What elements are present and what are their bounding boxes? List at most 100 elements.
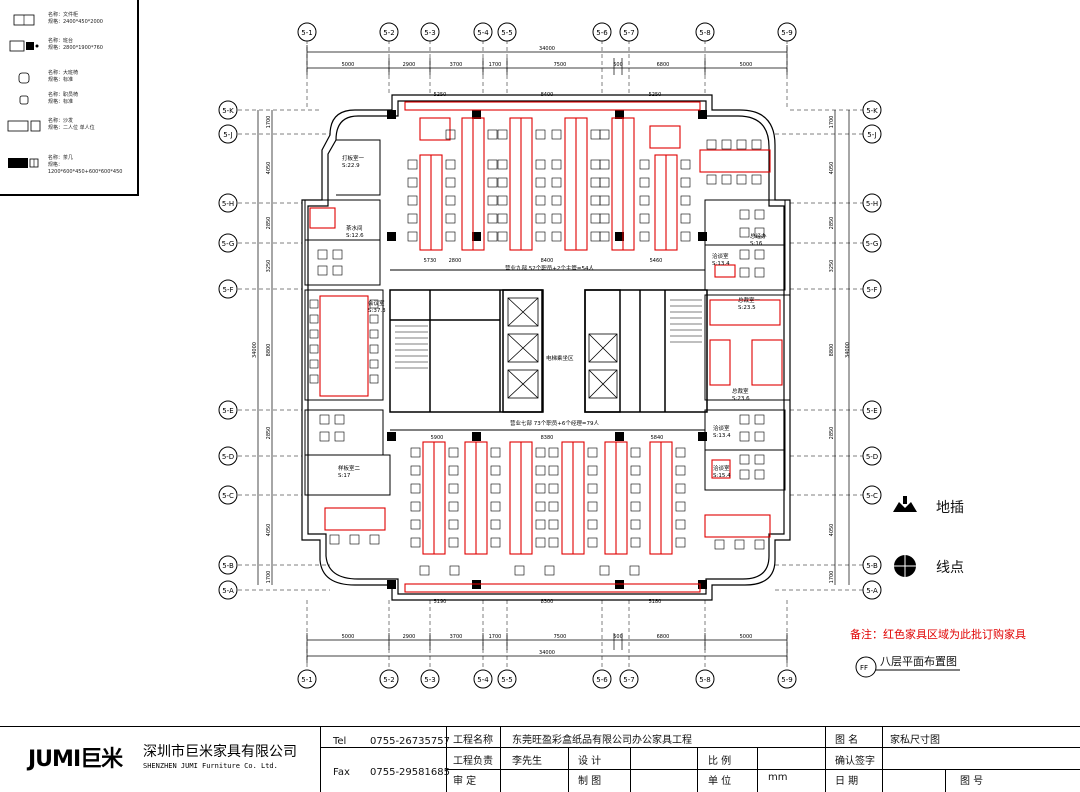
axis-bottom-label: 5-9 <box>781 676 792 684</box>
dim-bottom: 500 <box>613 634 623 640</box>
date-label: 日 期 <box>835 776 859 787</box>
dim-bottom-sub: 8300 <box>541 599 554 605</box>
dim-left: 2850 <box>266 427 272 440</box>
axis-top-label: 5-8 <box>699 29 710 37</box>
project-name-value: 东莞旺盈彩盒纸品有限公司办公家具工程 <box>512 735 692 746</box>
company-name-cn: 深圳市巨米家具有限公司 <box>143 744 297 760</box>
dim-top-row: 8400 <box>541 92 554 98</box>
fax-label: Fax <box>333 767 350 778</box>
dim-left: 4050 <box>266 524 272 537</box>
chairs-top <box>407 129 691 242</box>
project-name-label: 工程名称 <box>453 735 493 746</box>
legend-name: 名称：茶几 <box>47 155 73 161</box>
dim-right: 1700 <box>829 116 835 129</box>
tel-value: 0755-26735757 <box>370 736 450 747</box>
dim-top-sub: 5460 <box>650 258 663 264</box>
axis-top-label: 5-7 <box>623 29 634 37</box>
dim-bottom-row: 5900 <box>431 435 444 441</box>
fax-value: 0755-29581685 <box>370 767 450 778</box>
dim-top-sub: 5730 <box>424 258 437 264</box>
dim-top-sub: 2800 <box>449 258 462 264</box>
dimension-lines <box>257 45 850 663</box>
room-label: 营业七部 73个职员+6个经理=79人 <box>510 419 599 427</box>
design-label: 设 计 <box>578 756 602 767</box>
wire-point-icon <box>892 553 918 579</box>
unit-value: mm <box>768 772 788 783</box>
grid-bubbles-top <box>297 22 797 42</box>
axis-right-label: 5-A <box>866 587 878 595</box>
red-furniture-rooms <box>309 149 783 479</box>
project-lead-label: 工程负责 <box>453 756 493 767</box>
dim-total-bottom: 34000 <box>539 650 555 656</box>
grid-bubbles-left <box>218 100 238 600</box>
dim-left: 1700 <box>266 116 272 129</box>
axis-top-label: 5-1 <box>301 29 312 37</box>
dim-right: 8800 <box>829 344 835 357</box>
axis-left-label: 5-E <box>222 407 233 415</box>
axis-bottom-label: 5-3 <box>424 676 435 684</box>
floor-socket-label: 地插 <box>936 500 964 516</box>
drawing-name-label: 图 名 <box>835 735 859 746</box>
axis-left-label: 5-H <box>222 200 234 208</box>
legend-spec: 规格：1200*600*450+600*600*450 <box>47 162 123 175</box>
axis-top-label: 5-6 <box>596 29 608 37</box>
stair-lines <box>395 299 702 369</box>
note-text: 备注：红色家具区域为此批订购家具 <box>850 628 1026 641</box>
dim-left: 2850 <box>266 217 272 230</box>
furniture-legend: 名称：文件柜规格：2400*450*2000 名称：班台规格：2800*1900… <box>0 0 139 196</box>
dim-top-row: 5250 <box>649 92 662 98</box>
dim-top-sub: 8400 <box>541 258 554 264</box>
dim-right: 2850 <box>829 217 835 230</box>
axis-bottom-label: 5-8 <box>699 676 710 684</box>
staff-chair-icon <box>6 92 42 108</box>
legend-row: 名称：班台规格：2800*1900*760 <box>6 38 103 54</box>
dim-left: 4050 <box>266 162 272 175</box>
dim-bottom-sub: 5190 <box>434 599 447 605</box>
legend-row: 名称：大班椅规格：标准 <box>6 70 78 86</box>
sofa-icon <box>6 118 42 134</box>
axis-left-label: 5-G <box>222 240 235 248</box>
title-marker-icon <box>855 656 960 678</box>
title-marker-text: FF <box>860 664 868 672</box>
chairs-bottom <box>329 447 765 576</box>
dim-bottom-sub: 5180 <box>649 599 662 605</box>
title-block <box>0 726 1080 792</box>
dim-left-total: 34000 <box>252 342 258 358</box>
dim-right: 4050 <box>829 524 835 537</box>
dim-bottom: 2900 <box>403 634 416 640</box>
file-cabinet-icon <box>6 12 42 28</box>
axis-right-label: 5-H <box>866 200 878 208</box>
axis-bottom-label: 5-6 <box>596 676 608 684</box>
dim-total-top: 34000 <box>539 46 555 52</box>
executive-chair-icon <box>6 70 42 86</box>
dim-left: 8800 <box>266 344 272 357</box>
columns <box>387 110 707 589</box>
drawing-name-value: 家私尺寸图 <box>890 735 940 746</box>
legend-name: 名称：职员椅 <box>48 92 79 98</box>
scale-label: 比 例 <box>708 756 732 767</box>
dim-right: 3250 <box>829 260 835 273</box>
axis-top-label: 5-4 <box>477 29 489 37</box>
drawing-title: 八层平面布置图 <box>880 655 957 668</box>
axis-left-label: 5-C <box>222 492 234 500</box>
axis-right-label: 5-F <box>866 286 877 294</box>
legend-spec: 规格：二人位 单人位 <box>48 125 95 131</box>
axis-right-label: 5-B <box>866 562 878 570</box>
dim-right: 2850 <box>829 427 835 440</box>
dim-top: 6800 <box>657 62 670 68</box>
company-logo: JUMI巨米 <box>28 747 123 772</box>
legend-spec: 规格：标准 <box>48 77 74 83</box>
axis-right-label: 5-C <box>866 492 878 500</box>
dim-right: 4050 <box>829 162 835 175</box>
axis-left-label: 5-A <box>222 587 234 595</box>
dim-right: 1700 <box>829 571 835 584</box>
axis-left-label: 5-B <box>222 562 234 570</box>
